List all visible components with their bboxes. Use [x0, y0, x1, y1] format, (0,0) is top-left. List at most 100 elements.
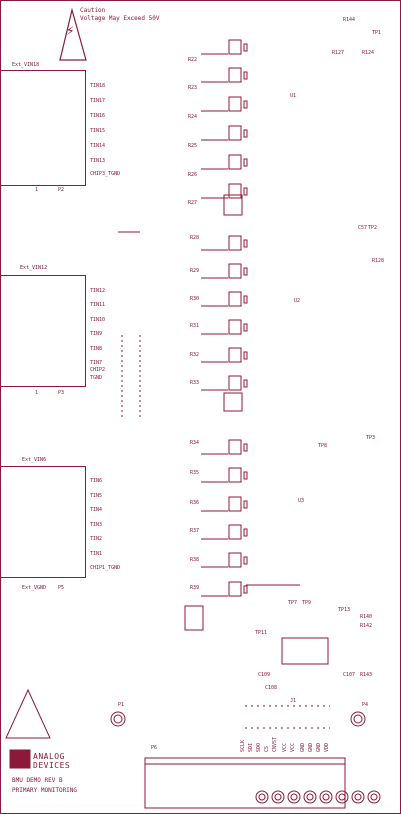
pin-label: TIN18	[90, 83, 106, 89]
transistor-symbol	[228, 552, 242, 568]
capacitor-symbol	[243, 158, 248, 167]
transistor-symbol	[228, 96, 242, 112]
pin-label: TIN15	[90, 128, 106, 134]
pin-label: CHIP1_TGND	[90, 565, 121, 571]
pin-label: GND	[300, 742, 306, 752]
resistor-label: R38	[190, 557, 200, 563]
capacitor-symbol	[243, 585, 248, 594]
pin-label: TIN11	[90, 302, 106, 308]
pin-label: SDO	[256, 742, 262, 752]
transistor-symbol	[228, 291, 242, 307]
pin-one-label: 1	[35, 390, 39, 396]
connector-name: Ext_VIN18	[12, 62, 40, 68]
ref-label: R127	[332, 50, 345, 56]
capacitor-symbol	[243, 528, 248, 537]
high-voltage-icon: ⚡	[66, 23, 75, 39]
board-subtitle: PRIMARY MONITORING	[12, 787, 78, 794]
ic-label-u2: U2	[294, 298, 301, 304]
connector-ref: P1	[118, 702, 125, 708]
ic-label-u3: U3	[298, 498, 305, 504]
pin-label: TIN17	[90, 98, 106, 104]
transistor-symbol	[228, 263, 242, 279]
pin-label: TIN10	[90, 317, 106, 323]
pin-label: SCLK	[240, 739, 246, 752]
capacitor-symbol	[243, 351, 248, 360]
pin-label: CNVST	[272, 736, 278, 752]
ext-vgnd-label: Ext_VGND	[22, 585, 47, 591]
resistor-label: R36	[190, 500, 200, 506]
transistor-symbol	[228, 67, 242, 83]
transistor-symbol	[228, 467, 242, 483]
pin-label: VCC	[290, 742, 296, 752]
caution-title: Caution	[80, 7, 106, 14]
ref-label: TP1	[372, 30, 382, 36]
connector-ref: P4	[362, 702, 369, 708]
pin-label: CHIP2	[90, 367, 106, 373]
connector-ref: P3	[58, 390, 65, 396]
capacitor-symbol	[243, 100, 248, 109]
connector-name: Ext_VIN6	[22, 457, 47, 463]
capacitor-symbol	[243, 71, 248, 80]
ref-label: R143	[360, 672, 373, 678]
pin-label: GND	[316, 742, 322, 752]
ref-label: TP13	[338, 607, 351, 613]
resistor-label: R39	[190, 585, 200, 591]
resistor-label: R29	[190, 268, 200, 274]
resistor-label: R26	[188, 172, 198, 178]
capacitor-symbol	[243, 471, 248, 480]
resistor-label: R34	[190, 440, 200, 446]
logo-line2: DEVICES	[33, 761, 71, 770]
pin-label: TIN5	[90, 493, 103, 499]
capacitor-symbol	[243, 43, 248, 52]
resistor-label: R22	[188, 57, 198, 63]
pin-label: GND	[308, 742, 314, 752]
capacitor-symbol	[243, 129, 248, 138]
resistor-label: R24	[188, 114, 198, 120]
pin-label: CS	[264, 745, 270, 752]
ref-label: TP8	[318, 443, 328, 449]
connector-ref: P5	[58, 585, 65, 591]
pin-label: TIN7	[90, 360, 103, 366]
transistor-symbol	[228, 524, 242, 540]
resistor-label: R32	[190, 352, 200, 358]
resistor-label: R35	[190, 470, 200, 476]
ref-label: C107	[343, 672, 356, 678]
transistor-symbol	[228, 183, 242, 199]
pin-label: TIN12	[90, 288, 106, 294]
ref-label: TP2	[368, 225, 378, 231]
transistor-symbol	[228, 39, 242, 55]
transistor-symbol	[228, 581, 242, 597]
capacitor-symbol	[243, 239, 248, 248]
capacitor-symbol	[243, 379, 248, 388]
ref-label: TP9	[302, 600, 312, 606]
capacitor-symbol	[243, 267, 248, 276]
connector-ref: J1	[290, 698, 297, 704]
ref-label: R144	[343, 17, 356, 23]
resistor-label: R27	[188, 200, 198, 206]
resistor-label: R37	[190, 528, 200, 534]
transistor-symbol	[228, 375, 242, 391]
ic-label-u1: U1	[290, 93, 297, 99]
pin-label: TIN8	[90, 346, 103, 352]
pin-label: CHIP3_TGND	[90, 171, 121, 177]
transistor-symbol	[228, 319, 242, 335]
pin-label: SDI	[248, 742, 254, 752]
resistor-label: R25	[188, 143, 198, 149]
pin-label: TIN16	[90, 113, 106, 119]
pin-label: TIN6	[90, 478, 103, 484]
transistor-symbol	[228, 235, 242, 251]
pin-label: TIN9	[90, 331, 103, 337]
connector-name: Ext_VIN12	[20, 265, 48, 271]
pin-label: VDD	[324, 742, 330, 752]
capacitor-symbol	[243, 443, 248, 452]
resistor-label: R28	[190, 235, 200, 241]
capacitor-symbol	[243, 295, 248, 304]
pin-label: TIN14	[90, 143, 106, 149]
ref-label: R142	[360, 623, 373, 629]
resistor-label: R31	[190, 323, 200, 329]
capacitor-symbol	[243, 500, 248, 509]
connector-body	[0, 275, 86, 387]
connector-ref: P6	[151, 745, 158, 751]
pin-label: TIN13	[90, 158, 106, 164]
ref-label: C109	[258, 672, 271, 678]
